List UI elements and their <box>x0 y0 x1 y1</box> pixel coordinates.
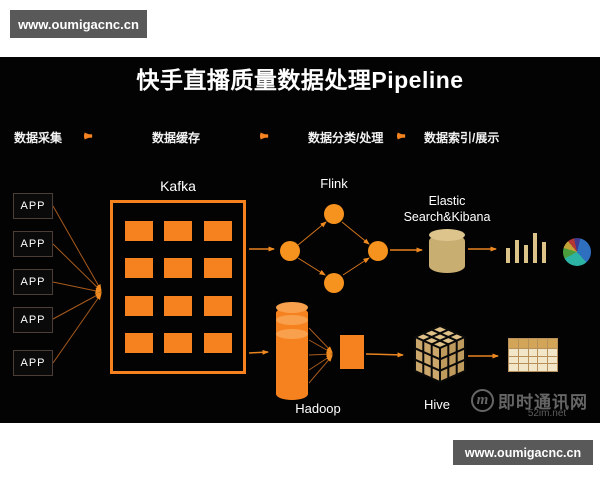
pipeline-diagram-canvas: 快手直播质量数据处理Pipeline 数据采集 数据缓存 数据分类/处理 数据索… <box>0 57 600 423</box>
app-box: APP <box>13 231 53 257</box>
watermark-bottom-text: www.oumigacnc.cn <box>464 445 582 460</box>
kafka-partition-cell <box>203 295 232 316</box>
slide-title: 快手直播质量数据处理Pipeline <box>136 67 464 93</box>
connector-lines <box>52 132 499 384</box>
bar <box>506 248 510 263</box>
table-cell <box>538 349 548 356</box>
table-cell <box>518 349 528 356</box>
edge-hadoop-fan5 <box>308 355 333 384</box>
kafka-partition-cell <box>164 220 192 241</box>
table-header-cell <box>509 339 518 348</box>
hive-cube-icon <box>413 325 467 383</box>
cylinder-segment-line <box>276 315 308 325</box>
kafka-partition-cell <box>164 295 192 316</box>
kafka-partition-cell <box>124 295 153 316</box>
edge-app5-kafka <box>52 293 102 364</box>
flink-node-circle <box>324 273 344 293</box>
table-cell <box>548 349 557 356</box>
table-header-cell <box>538 339 548 348</box>
table-header-cell <box>518 339 528 348</box>
edge-flink-top-right <box>341 221 370 245</box>
flink-node-circle <box>280 241 300 261</box>
table-cell <box>548 356 557 364</box>
cylinder-segment-line <box>276 329 308 339</box>
edge-app3-kafka <box>52 281 102 294</box>
kafka-partition-cell <box>164 258 192 279</box>
table-cell <box>509 364 518 371</box>
hive-label: Hive <box>423 397 450 412</box>
stage-label-process: 数据分类/处理 <box>308 131 384 145</box>
hadoop-label: Hadoop <box>295 401 341 416</box>
edge-kafka-hadoop <box>248 349 269 355</box>
kafka-box <box>110 200 246 374</box>
edge-hadoop-fan1 <box>308 327 333 353</box>
table-cell <box>509 356 518 364</box>
edge-app1-kafka <box>52 205 102 291</box>
stage-label-collect: 数据采集 <box>14 131 63 145</box>
table-icon <box>508 338 558 372</box>
bar <box>533 233 537 263</box>
table-cell <box>528 364 538 371</box>
table-cell <box>518 364 528 371</box>
kafka-partition-cell <box>164 333 192 354</box>
edge-flink-bottom-right <box>342 257 370 276</box>
kafka-partition-cell <box>124 258 153 279</box>
52im-logo-icon: m <box>471 389 494 412</box>
kafka-partition-cell <box>124 220 153 241</box>
elastic-label: Elastic Search&Kibana <box>387 193 507 225</box>
edge-flink-left-top <box>297 221 327 246</box>
elastic-label-line2: Search&Kibana <box>403 210 491 224</box>
edge-hadoop-fan3 <box>308 351 333 357</box>
flink-node-circle <box>324 204 344 224</box>
edge-hadoop-fan2 <box>308 339 333 354</box>
stage-label-cache: 数据缓存 <box>152 131 201 145</box>
table-header-cell <box>548 339 557 348</box>
edge-app4-kafka <box>52 292 102 320</box>
edge-hadoop-fan4 <box>308 354 333 371</box>
bar-chart-icon <box>506 233 546 263</box>
52im-site-url: 52im.net <box>527 408 567 419</box>
table-header-cell <box>528 339 538 348</box>
hadoop-cylinder <box>276 302 308 400</box>
kafka-partition-cell <box>203 333 232 354</box>
logo-letter: m <box>476 392 489 408</box>
table-cell <box>538 364 548 371</box>
cylinder-cap <box>276 302 308 313</box>
table-cell <box>518 356 528 364</box>
flink-node-circle <box>368 241 388 261</box>
table-cell <box>538 356 548 364</box>
bar <box>542 242 546 263</box>
watermark-bottom: www.oumigacnc.cn <box>453 440 593 465</box>
edge-square-hive <box>365 352 404 358</box>
watermark-top-text: www.oumigacnc.cn <box>18 16 139 32</box>
table-cell <box>528 356 538 364</box>
cylinder-cap <box>429 229 465 241</box>
elasticsearch-cylinder <box>429 229 465 273</box>
elastic-label-line1: Elastic <box>428 194 466 208</box>
app-box: APP <box>13 307 53 333</box>
bar <box>515 240 519 263</box>
kafka-partition-cell <box>203 220 232 241</box>
kafka-label: Kafka <box>160 178 196 194</box>
52im-site-name: 即时通讯网 <box>498 393 588 412</box>
flink-label: Flink <box>320 176 348 191</box>
watermark-top: www.oumigacnc.cn <box>10 10 147 38</box>
edge-flink-left-bottom <box>297 257 326 276</box>
table-cell <box>509 349 518 356</box>
stage-label-display: 数据索引/展示 <box>424 131 500 145</box>
app-box: APP <box>13 193 53 219</box>
bar <box>524 245 528 263</box>
app-box: APP <box>13 269 53 295</box>
table-cell <box>528 349 538 356</box>
pie-chart-icon <box>563 238 591 266</box>
table-cell <box>548 364 557 371</box>
processing-square <box>340 335 364 369</box>
kafka-partition-cell <box>203 258 232 279</box>
kafka-partition-cell <box>124 333 153 354</box>
app-box: APP <box>13 350 53 376</box>
edge-app2-kafka <box>52 243 102 292</box>
